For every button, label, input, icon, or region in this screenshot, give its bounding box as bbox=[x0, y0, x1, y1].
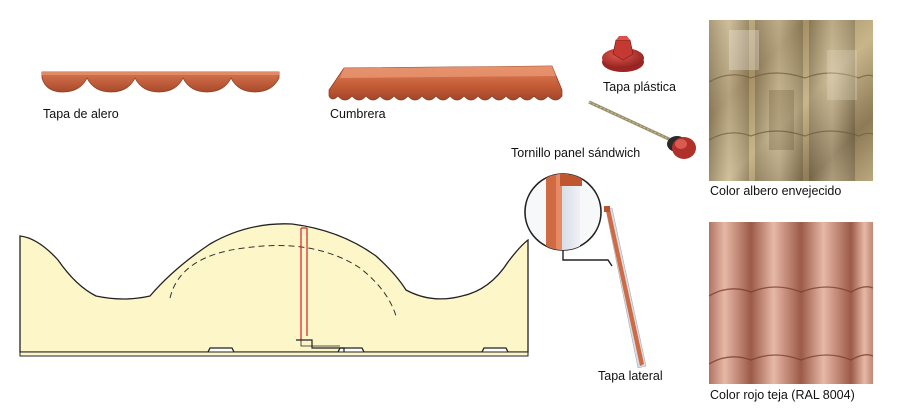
plastic-cap-label: Tapa plástica bbox=[603, 80, 676, 94]
panel-cross-section bbox=[14, 216, 534, 362]
ridge-image bbox=[326, 62, 566, 108]
eave-cap-image bbox=[38, 68, 283, 96]
sandwich-screw-label: Tornillo panel sándwich bbox=[511, 146, 641, 160]
sandwich-screw-image bbox=[585, 98, 697, 166]
ridge-label: Cumbrera bbox=[330, 107, 386, 121]
side-cap-label: Tapa lateral bbox=[598, 369, 663, 383]
aged-tile-swatch bbox=[709, 20, 873, 181]
eave-cap-label: Tapa de alero bbox=[43, 107, 119, 121]
side-cap-diagram bbox=[520, 168, 670, 368]
color-aged-label: Color albero envejecido bbox=[710, 184, 842, 198]
red-tile-swatch bbox=[709, 222, 873, 384]
color-red-label: Color rojo teja (RAL 8004) bbox=[710, 388, 855, 402]
plastic-cap-image bbox=[598, 30, 648, 76]
